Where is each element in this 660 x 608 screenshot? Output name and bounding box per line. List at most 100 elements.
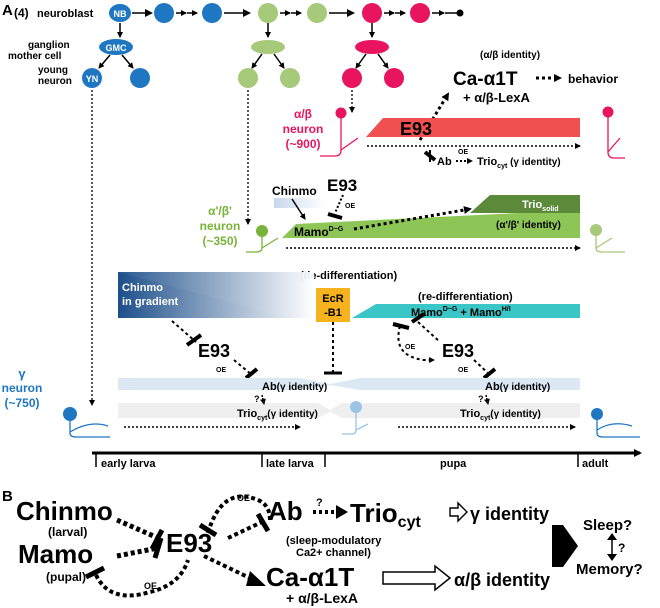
gmc-text: GMC bbox=[106, 43, 127, 53]
gamma-trio-left-note: (γ identity) bbox=[267, 409, 318, 420]
gamma-neuron-1: γ bbox=[18, 366, 26, 381]
b-ca: Ca-α1T bbox=[266, 562, 354, 592]
neuroblast-chain: NB bbox=[109, 3, 464, 23]
b-memory: Memory? bbox=[576, 561, 643, 578]
panel-b-label: B bbox=[2, 488, 13, 505]
gamma-chinmo-1: Chinmo bbox=[122, 282, 163, 294]
ab-trio-main: Trio bbox=[477, 156, 497, 168]
ecr-1: EcR bbox=[322, 293, 343, 305]
ab-lexa: + α/β-LexA bbox=[463, 90, 530, 105]
gmc-label-1: ganglion bbox=[28, 40, 70, 51]
ab-neuron-2: neuron bbox=[283, 122, 324, 136]
gamma-e93-left: E93 bbox=[198, 341, 230, 361]
nb-cell bbox=[109, 4, 131, 22]
gamma-trio-left-sub: cyt bbox=[257, 415, 268, 422]
b-oe-top: OE bbox=[237, 493, 250, 503]
ab-e93-bar bbox=[366, 118, 580, 137]
ab-neuron-3: (~900) bbox=[285, 137, 320, 151]
b-larval: (larval) bbox=[48, 525, 87, 539]
behavior-label: behavior bbox=[568, 72, 618, 86]
gamma-oe-loop: OE bbox=[405, 344, 415, 351]
gamma-ab-right-main: Ab bbox=[485, 381, 500, 393]
ab-trio-note: (γ identity) bbox=[507, 157, 560, 168]
gamma-mamo: MamoD~G + MamoH/I bbox=[411, 306, 511, 319]
ecr-2: -B1 bbox=[324, 307, 342, 319]
yn-label-2: neuron bbox=[38, 76, 72, 87]
lineage-count: (4) bbox=[14, 6, 29, 20]
gamma-trio-right-sub: cyt bbox=[480, 415, 491, 422]
nb-text: NB bbox=[114, 9, 127, 19]
gamma-trio-left: Triocyt(γ identity) bbox=[237, 408, 318, 422]
gamma-ab-right: Ab(γ identity) bbox=[485, 381, 550, 393]
apbp-trio: Triosolid bbox=[522, 199, 559, 213]
b-sleep-mod-1: (sleep-modulatory bbox=[286, 535, 382, 547]
timeline-late-larva: late larva bbox=[266, 458, 315, 470]
timeline-pupa: pupa bbox=[440, 458, 467, 470]
apbp-mamo: MamoD~G bbox=[294, 225, 344, 239]
b-q: ? bbox=[316, 497, 323, 509]
apbp-chinmo: Chinmo bbox=[272, 184, 317, 198]
gamma-rediff: (re-differentiation) bbox=[418, 291, 513, 303]
gamma-mamo-a-sup: D~G bbox=[443, 306, 458, 313]
gamma-trio-right-main: Trio bbox=[460, 408, 480, 420]
yn-cell bbox=[82, 68, 102, 88]
gmc-cell bbox=[99, 39, 133, 55]
gamma-mamo-b-sup: H/I bbox=[502, 306, 511, 313]
ecr-b1-box bbox=[316, 288, 350, 322]
b-ab-identity: α/β identity bbox=[454, 570, 550, 590]
yn-label-1: young bbox=[38, 65, 68, 76]
apbp-mamo-bar bbox=[282, 210, 580, 238]
gamma-q-right: ? bbox=[478, 394, 484, 404]
b-big-arrow bbox=[552, 525, 578, 567]
gamma-ab-left-main: Ab bbox=[262, 381, 277, 393]
gamma-mamo-bar bbox=[352, 304, 580, 318]
gamma-ab-band bbox=[118, 378, 580, 390]
gamma-oe-left: OE bbox=[216, 367, 226, 374]
b-gamma-identity: γ identity bbox=[470, 504, 549, 524]
apbp-trio-main: Trio bbox=[522, 199, 542, 211]
ab-e93: E93 bbox=[400, 119, 432, 139]
gamma-trio-band bbox=[118, 403, 580, 418]
gamma-chinmo-box bbox=[118, 272, 314, 318]
timeline-early-larva: early larva bbox=[101, 458, 156, 470]
b-trio-main: Trio bbox=[350, 498, 398, 528]
gamma-q-left: ? bbox=[254, 394, 260, 404]
apbp-mamo-main: Mamo bbox=[294, 225, 329, 239]
panel-a-label: A bbox=[2, 2, 13, 19]
b-oe-bottom: OE bbox=[144, 581, 157, 591]
ab-identity-note: (α/β identity) bbox=[480, 50, 540, 61]
yn-text: YN bbox=[86, 74, 99, 84]
gamma-trio-right: Triocyt(γ identity) bbox=[460, 408, 541, 422]
b-lexa: + α/β-LexA bbox=[286, 590, 358, 606]
apbp-neuron-2: neuron bbox=[200, 219, 241, 233]
apbp-neuron-3: (~350) bbox=[202, 234, 237, 248]
apbp-trio-sub: solid bbox=[542, 206, 558, 213]
ab-trio-sub: cyt bbox=[497, 163, 508, 170]
gamma-ab-right-note: (γ identity) bbox=[500, 382, 551, 393]
ab-oe: OE bbox=[458, 149, 468, 156]
apbp-e93: E93 bbox=[327, 176, 357, 195]
ab-neuron-1: α/β bbox=[294, 107, 312, 121]
gamma-neuron-3: (~750) bbox=[4, 396, 39, 410]
ab-trio: Triocyt (γ identity) bbox=[477, 156, 561, 170]
neuroblast-label: neuroblast bbox=[37, 8, 94, 20]
ca-alpha1t: Ca-α1T bbox=[453, 69, 518, 90]
apbp-mamo-sup: D~G bbox=[329, 226, 344, 233]
b-sleep: Sleep? bbox=[583, 517, 632, 534]
gamma-ab-left-note: (γ identity) bbox=[277, 382, 328, 393]
gamma-chinmo-2: in gradient bbox=[122, 296, 179, 308]
b-mamo: Mamo bbox=[18, 539, 93, 569]
apbp-neuron-1: α'/β' bbox=[208, 204, 232, 218]
b-pupal: (pupal) bbox=[46, 570, 86, 584]
apbp-identity: (α'/β' identity) bbox=[496, 220, 561, 231]
gamma-oe-right: OE bbox=[458, 367, 468, 374]
timeline-adult: adult bbox=[582, 458, 609, 470]
b-q2: ? bbox=[618, 541, 625, 555]
gmc-label-2: mother cell bbox=[8, 51, 62, 62]
b-ab: Ab bbox=[268, 496, 303, 526]
b-sleep-mod-2: Ca2+ channel) bbox=[296, 547, 371, 559]
gamma-dediff: (de-differentiation) bbox=[300, 270, 397, 282]
apbp-oe: OE bbox=[345, 203, 355, 210]
gamma-trio-right-note: (γ identity) bbox=[490, 409, 541, 420]
b-chinmo: Chinmo bbox=[16, 496, 113, 526]
